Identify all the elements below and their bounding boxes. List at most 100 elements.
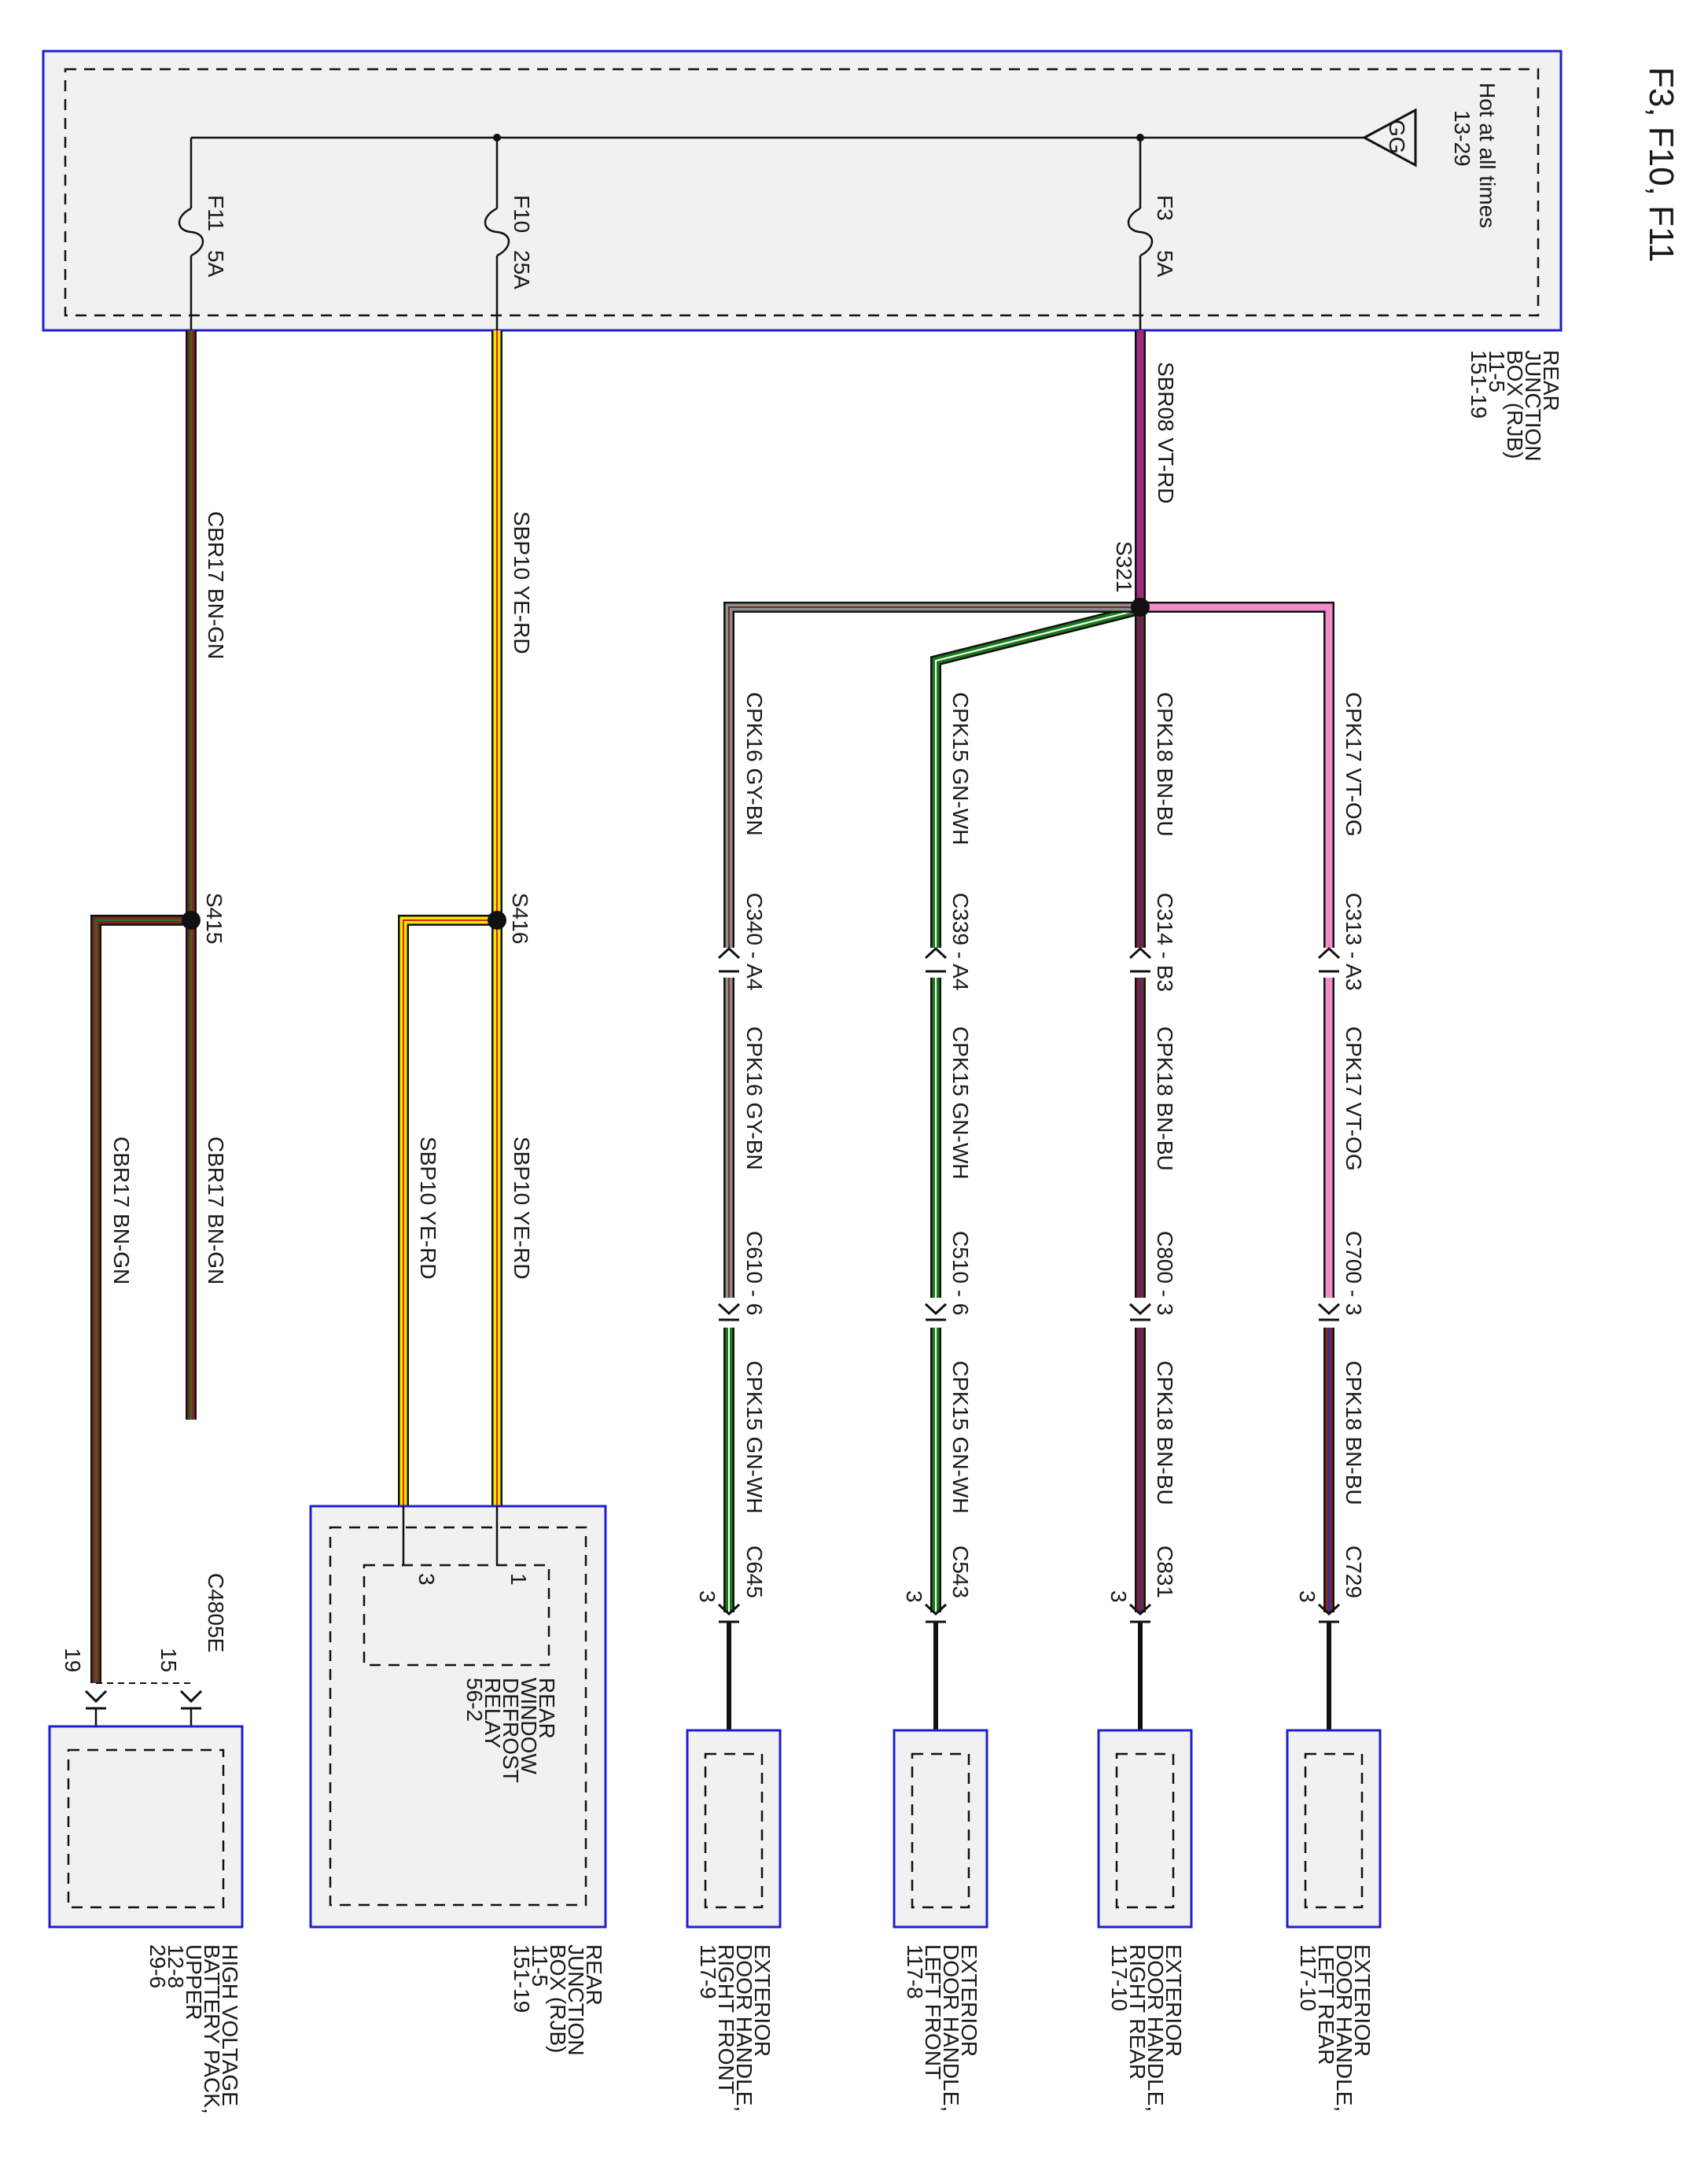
fuse-icon [178, 207, 204, 257]
fuse-f11-rating: 5A [204, 250, 228, 278]
wire-label-cbr17: CBR17 BN-GN [204, 1137, 228, 1284]
svg-text:DOOR HANDLE,: DOOR HANDLE, [1332, 1944, 1356, 2112]
connector-c314-icon [1128, 946, 1152, 973]
splice-s416 [488, 911, 506, 930]
wire-label-cpk15: CPK15 GN-WH [948, 1361, 973, 1513]
svg-text:DEFROST: DEFROST [499, 1678, 523, 1783]
svg-text:HIGH VOLTAGE: HIGH VOLTAGE [218, 1944, 242, 2106]
fuse-f10-rating: 25A [510, 250, 534, 289]
svg-text:117-10: 117-10 [1107, 1944, 1132, 2011]
handle-lr-label: EXTERIOR DOOR HANDLE, LEFT REAR 117-10 [1296, 1944, 1375, 2112]
connector-c729-label: C729 [1342, 1546, 1366, 1598]
handle-rf-label: EXTERIOR DOOR HANDLE, RIGHT FRONT 117-9 [696, 1944, 775, 2112]
wire-label-cpk18: CPK18 BN-BU [1153, 692, 1177, 837]
wire-label-cpk15: CPK15 GN-WH [742, 1361, 767, 1513]
fuse-icon [1127, 207, 1154, 257]
wire-label-cpk15: CPK15 GN-WH [948, 1026, 973, 1179]
svg-text:11-5: 11-5 [1485, 350, 1509, 392]
splice-s416-label: S416 [508, 893, 532, 944]
svg-text:RIGHT REAR: RIGHT REAR [1125, 1944, 1150, 2080]
svg-text:EXTERIOR: EXTERIOR [1350, 1944, 1375, 2057]
svg-text:12-8: 12-8 [164, 1944, 188, 1988]
wire-cpk17 [1147, 602, 1334, 1298]
splice-s321-label: S321 [1112, 541, 1136, 592]
hot-at-all-times-label: Hot at all times [1475, 83, 1500, 228]
wire-cbr17-branch [90, 915, 185, 1683]
door-handle-left-rear-box [1286, 1729, 1382, 1929]
wire-label-cpk16: CPK16 GY-BN [742, 692, 767, 836]
connector-c510-label: C510 - 6 [948, 1231, 973, 1315]
svg-text:EXTERIOR: EXTERIOR [750, 1944, 775, 2057]
connector-c313-icon [1317, 946, 1341, 973]
connector-c831-icon [1128, 1603, 1152, 1730]
wire-label-cbr17: CBR17 BN-GN [204, 511, 228, 659]
svg-text:DOOR HANDLE,: DOOR HANDLE, [939, 1944, 963, 2112]
wire-label-cpk17: CPK17 VT-OG [1342, 692, 1366, 837]
svg-text:117-10: 117-10 [1296, 1944, 1320, 2011]
svg-text:DOOR HANDLE,: DOOR HANDLE, [732, 1944, 756, 2112]
svg-text:BOX (RJB): BOX (RJB) [546, 1944, 570, 2053]
svg-text:WINDOW: WINDOW [517, 1678, 541, 1774]
connector-c700-label: C700 - 3 [1342, 1231, 1366, 1315]
splice-s321 [1131, 598, 1150, 617]
svg-text:JUNCTION: JUNCTION [1521, 350, 1545, 462]
fuse-f11-name: F11 [204, 195, 228, 231]
pin-3: 3 [414, 1573, 439, 1586]
wire-label-cpk16: CPK16 GY-BN [742, 1026, 767, 1170]
connector-c4805e-label: C4805E [204, 1573, 228, 1652]
door-handle-right-rear-box [1097, 1729, 1193, 1929]
svg-text:LEFT REAR: LEFT REAR [1314, 1944, 1338, 2065]
svg-text:EXTERIOR: EXTERIOR [1161, 1944, 1186, 2057]
svg-text:29-6: 29-6 [145, 1944, 170, 1988]
pin-15: 15 [156, 1648, 181, 1672]
svg-text:117-8: 117-8 [903, 1944, 927, 1999]
rear-junction-box-bottom [309, 1505, 607, 1929]
connector-c543-icon [924, 1603, 948, 1730]
relay-label: REAR WINDOW DEFROST RELAY 56-2 [462, 1678, 559, 1783]
svg-text:LEFT FRONT: LEFT FRONT [921, 1944, 945, 2080]
pin-3: 3 [902, 1590, 926, 1603]
connector-c645-label: C645 [742, 1546, 767, 1598]
svg-text:56-2: 56-2 [462, 1678, 487, 1722]
bus-node [493, 134, 501, 142]
bus-node [1136, 134, 1144, 142]
connector-c800-icon [1128, 1302, 1152, 1321]
wire-label-sbr08: SBR08 VT-RD [1154, 362, 1178, 504]
wire-label-cpk17: CPK17 VT-OG [1342, 1026, 1366, 1171]
fuse-f10-name: F10 [510, 195, 534, 233]
wire-label-sbp10: SBP10 YE-RD [510, 1137, 534, 1280]
svg-text:11-5: 11-5 [528, 1944, 552, 1987]
wire-label-cpk18: CPK18 BN-BU [1342, 1361, 1366, 1505]
hv-battery-label: HIGH VOLTAGE BATTERY PACK, UPPER 12-8 29… [145, 1944, 242, 2114]
svg-text:REAR: REAR [582, 1944, 606, 2006]
svg-text:RIGHT FRONT: RIGHT FRONT [714, 1944, 738, 2095]
pin-1: 1 [506, 1573, 531, 1586]
svg-text:JUNCTION: JUNCTION [564, 1944, 588, 2056]
pin-3: 3 [1106, 1590, 1131, 1603]
fuse-icon [484, 207, 510, 257]
fuse-f3-rating: 5A [1153, 250, 1177, 278]
pin-3: 3 [1295, 1590, 1320, 1603]
connector-c700-icon [1317, 1302, 1341, 1321]
connector-c610-icon [717, 1302, 741, 1321]
svg-text:RELAY: RELAY [480, 1678, 505, 1748]
connector-c339-label: C339 - A4 [948, 893, 973, 991]
svg-text:UPPER: UPPER [182, 1944, 206, 2020]
svg-text:151-19: 151-19 [1467, 350, 1491, 418]
connector-c729-icon [1317, 1603, 1341, 1730]
wire-sbp10-branch [398, 915, 491, 1506]
connector-c543-label: C543 [948, 1546, 973, 1598]
connector-c314-label: C314 - B3 [1153, 893, 1177, 992]
svg-text:GG: GG [1385, 120, 1409, 154]
handle-lf-label: EXTERIOR DOOR HANDLE, LEFT FRONT 117-8 [903, 1944, 981, 2112]
wire-label-sbp10: SBP10 YE-RD [510, 511, 534, 654]
handle-rr-label: EXTERIOR DOOR HANDLE, RIGHT REAR 117-10 [1107, 1944, 1186, 2112]
splice-s415-label: S415 [202, 893, 226, 944]
wire-label-cbr17: CBR17 BN-GN [109, 1137, 134, 1284]
connector-c340-icon [717, 946, 741, 973]
svg-text:BATTERY PACK,: BATTERY PACK, [200, 1944, 224, 2114]
wire-label-sbp10: SBP10 YE-RD [416, 1137, 440, 1280]
svg-text:151-19: 151-19 [510, 1944, 534, 2013]
svg-text:BOX (RJB): BOX (RJB) [1503, 350, 1527, 459]
wire-label-cpk18: CPK18 BN-BU [1153, 1026, 1177, 1171]
